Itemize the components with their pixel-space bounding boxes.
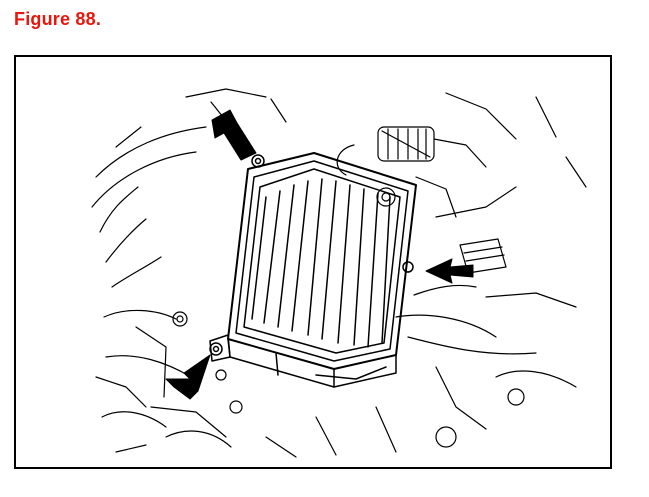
callout-arrows — [165, 109, 474, 400]
right-connector-harness — [265, 238, 577, 458]
diagram-frame — [14, 55, 612, 469]
intake-components — [336, 92, 587, 218]
arrow-top-left — [211, 109, 257, 161]
lower-left-structure — [95, 309, 243, 453]
arrow-bottom-left — [165, 354, 211, 400]
figure-title: Figure 88. — [14, 9, 102, 29]
left-fender-lines — [91, 88, 287, 288]
engine-bay-drawing — [91, 88, 587, 458]
arrow-right — [425, 258, 474, 284]
air-cleaner-housing — [209, 152, 417, 388]
